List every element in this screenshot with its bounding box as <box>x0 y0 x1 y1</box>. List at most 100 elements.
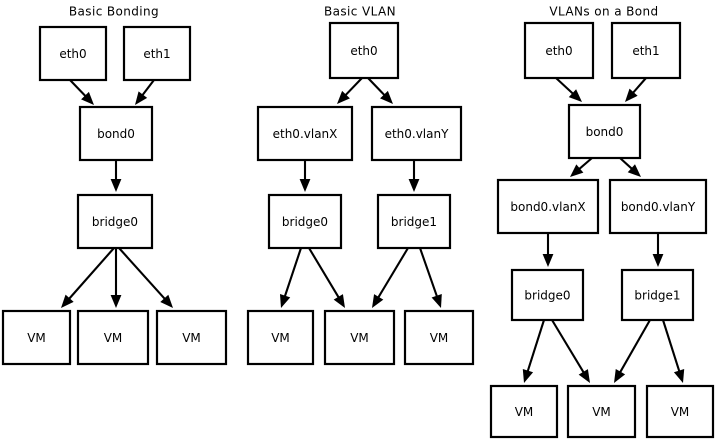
nodes-basic-vlan: eth0 eth0.vlanX eth0.vlanY bridge0 bridge1VM… <box>246 21 475 366</box>
node-c1-vm1[interactable]: VM <box>1 309 72 366</box>
edge-arrowhead-c1-bridge0-to-c1-vm1 <box>61 294 74 308</box>
node-c3-bridge1[interactable]: bridge1 <box>620 268 695 322</box>
node-c2-vm1[interactable]: VM <box>246 309 315 366</box>
node-label-c3-bridge1: bridge1 <box>634 289 680 303</box>
node-box-c1-eth1[interactable] <box>122 25 192 82</box>
node-label-c3-vm1: VM <box>515 405 534 419</box>
edge-arrowhead-c2-bridge0-to-c2-vm1 <box>279 293 291 308</box>
node-c2-vlany[interactable]: eth0.vlanY <box>370 105 463 162</box>
node-label-c1-vm3: VM <box>182 331 201 345</box>
node-box-c3-bridge0[interactable] <box>510 268 585 322</box>
node-c3-eth1[interactable]: eth1 <box>610 21 682 80</box>
edge-line-c3-bridge0-to-c3-vm2 <box>551 319 586 375</box>
edge-arrowhead-c3-bond0-to-c3-vlanx <box>570 164 584 177</box>
node-box-c3-bond0[interactable] <box>567 103 642 160</box>
node-c1-eth1[interactable]: eth1 <box>122 25 192 82</box>
edge-arrowhead-c1-bridge0-to-c1-vm2 <box>110 295 122 308</box>
node-c1-bridge0[interactable]: bridge0 <box>76 193 154 250</box>
edge-line-c3-bond0-to-c3-vlanx <box>576 157 593 172</box>
edges-vlans-on-a-bond <box>522 77 685 383</box>
node-box-c2-bridge0[interactable] <box>267 193 343 250</box>
edge-arrowhead-c3-bridge0-to-c3-vm2 <box>578 369 590 383</box>
edge-arrowhead-c1-eth0-to-c1-bond0 <box>81 91 94 105</box>
edge-arrowhead-c3-vlany-to-c3-bridge1 <box>652 254 664 267</box>
edge-line-c2-bridge1-to-c2-vm3 <box>419 247 439 299</box>
node-label-c2-eth0: eth0 <box>350 44 377 58</box>
node-box-c3-vlany[interactable] <box>608 178 708 235</box>
node-box-c1-eth0[interactable] <box>38 25 108 82</box>
node-c2-vlanx[interactable]: eth0.vlanX <box>256 105 354 162</box>
node-c2-vm2[interactable]: VM <box>323 309 396 366</box>
node-label-c3-vm3: VM <box>671 405 690 419</box>
edge-arrowhead-c3-vlanx-to-c3-bridge0 <box>542 254 554 267</box>
edge-arrowhead-c1-bond0-to-c1-bridge0 <box>110 179 122 192</box>
node-c3-vm3[interactable]: VM <box>645 384 715 439</box>
node-box-c3-bridge1[interactable] <box>620 268 695 322</box>
node-label-c2-bridge0: bridge0 <box>282 215 328 229</box>
node-label-c1-bond0: bond0 <box>97 127 135 141</box>
node-box-c2-vlanx[interactable] <box>256 105 354 162</box>
node-c3-vlany[interactable]: bond0.vlanY <box>608 178 708 235</box>
node-box-c2-vlany[interactable] <box>370 105 463 162</box>
node-box-c1-bond0[interactable] <box>78 105 154 162</box>
node-box-c1-vm2[interactable] <box>76 309 150 366</box>
node-c1-vm2[interactable]: VM <box>76 309 150 366</box>
node-box-c2-vm3[interactable] <box>403 309 475 366</box>
edge-line-c2-eth0-to-c2-vlanx <box>343 77 363 98</box>
edge-arrowhead-c3-bridge1-to-c3-vm3 <box>673 368 685 383</box>
node-box-c1-vm3[interactable] <box>155 309 228 366</box>
node-c2-eth0[interactable]: eth0 <box>328 21 400 80</box>
node-c3-vm2[interactable]: VM <box>566 384 637 439</box>
node-c2-vm3[interactable]: VM <box>403 309 475 366</box>
node-label-c2-vlany: eth0.vlanY <box>385 127 450 141</box>
edge-line-c1-eth1-to-c1-bond0 <box>140 79 155 98</box>
node-label-c1-bridge0: bridge0 <box>92 215 138 229</box>
node-box-c2-bridge1[interactable] <box>376 193 452 250</box>
node-box-c2-vm2[interactable] <box>323 309 396 366</box>
edge-arrowhead-c3-bond0-to-c3-vlany <box>627 164 641 177</box>
node-box-c3-vm1[interactable] <box>489 384 559 439</box>
edge-line-c3-bridge1-to-c3-vm2 <box>618 319 651 375</box>
node-c3-bond0[interactable]: bond0 <box>567 103 642 160</box>
edge-line-c1-bridge0-to-c1-vm3 <box>118 247 168 302</box>
node-box-c3-eth1[interactable] <box>610 21 682 80</box>
node-label-c2-vm2: VM <box>350 331 369 345</box>
node-c2-bridge1[interactable]: bridge1 <box>376 193 452 250</box>
node-c3-vm1[interactable]: VM <box>489 384 559 439</box>
node-c1-vm3[interactable]: VM <box>155 309 228 366</box>
node-c3-eth0[interactable]: eth0 <box>523 21 595 80</box>
node-box-c1-bridge0[interactable] <box>76 193 154 250</box>
edge-arrowhead-c2-vlany-to-c2-bridge1 <box>408 179 420 192</box>
node-c3-bridge0[interactable]: bridge0 <box>510 268 585 322</box>
node-label-c1-eth0: eth0 <box>59 47 86 61</box>
node-label-c2-vm1: VM <box>271 331 290 345</box>
edge-line-c2-eth0-to-c2-vlany <box>367 77 387 98</box>
node-box-c3-vm2[interactable] <box>566 384 637 439</box>
edge-line-c3-bond0-to-c3-vlany <box>619 157 635 172</box>
node-label-c3-vm2: VM <box>592 405 611 419</box>
edge-line-c1-eth0-to-c1-bond0 <box>69 79 88 99</box>
edge-arrowhead-c2-eth0-to-c2-vlany <box>380 90 393 104</box>
node-c1-bond0[interactable]: bond0 <box>78 105 154 162</box>
edge-arrowhead-c2-bridge1-to-c2-vm3 <box>431 293 442 308</box>
edge-arrowhead-c3-eth1-to-c3-bond0 <box>625 88 638 102</box>
node-box-c3-eth0[interactable] <box>523 21 595 80</box>
node-c3-vlanx[interactable]: bond0.vlanX <box>496 178 600 235</box>
node-box-c2-eth0[interactable] <box>328 21 400 80</box>
edges-basic-vlan <box>279 77 442 308</box>
node-label-c2-vlanx: eth0.vlanX <box>273 127 338 141</box>
node-label-c3-eth0: eth0 <box>545 44 572 58</box>
node-label-c2-bridge1: bridge1 <box>391 215 437 229</box>
node-box-c2-vm1[interactable] <box>246 309 315 366</box>
node-c2-bridge0[interactable]: bridge0 <box>267 193 343 250</box>
edge-line-c2-bridge0-to-c2-vm2 <box>308 247 341 300</box>
node-c1-eth0[interactable]: eth0 <box>38 25 108 82</box>
node-box-c1-vm1[interactable] <box>1 309 72 366</box>
edge-arrowhead-c1-bridge0-to-c1-vm3 <box>160 294 173 308</box>
node-box-c3-vm3[interactable] <box>645 384 715 439</box>
node-box-c3-vlanx[interactable] <box>496 178 600 235</box>
edge-arrowhead-c3-bridge1-to-c3-vm2 <box>614 369 626 383</box>
